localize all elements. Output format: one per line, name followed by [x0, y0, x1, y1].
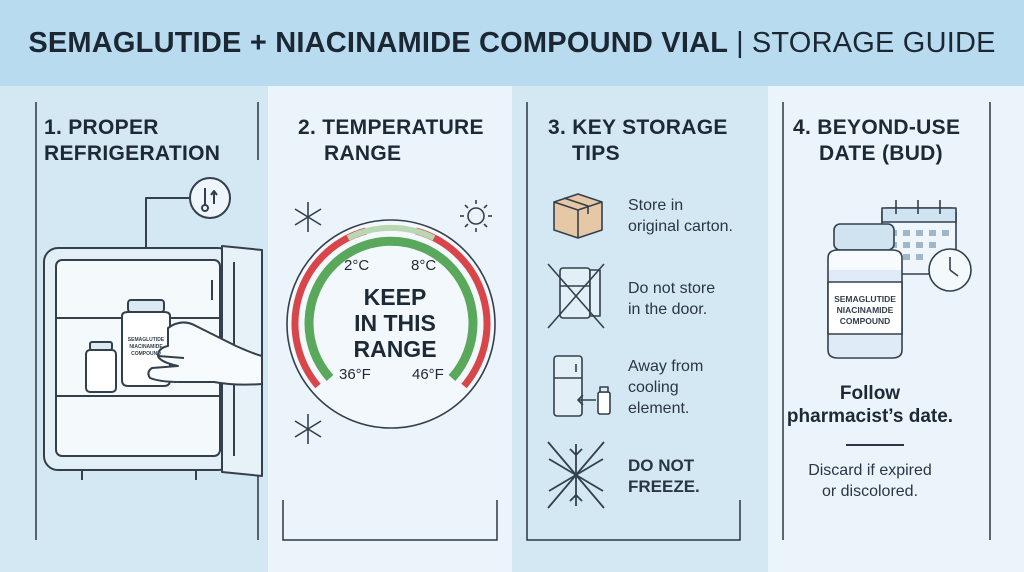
bud-illustration [827, 200, 972, 359]
tip-carton: Store in original carton. [628, 195, 733, 237]
gauge-low-c: 2°C [344, 257, 370, 274]
gauge-low-f: 36°F [339, 366, 371, 383]
temperature-gauge [286, 200, 496, 444]
panel-4-title: 4. BEYOND-USE DATE (BUD) [793, 115, 960, 167]
bud-vial-label-line2: NIACINAMIDE [836, 305, 894, 315]
bud-follow-line2: pharmacist’s date. [786, 406, 954, 427]
no-door-icon [547, 263, 605, 329]
page-title: SEMAGLUTIDE + NIACINAMIDE COMPOUND VIAL|… [28, 27, 995, 60]
tip-door-line2: in the door. [628, 301, 708, 318]
bud-vial-label-line1: SEMAGLUTIDE [834, 294, 896, 304]
panel-4-title-line2: DATE (BUD) [819, 142, 943, 165]
gauge-center-line1: KEEP [363, 284, 427, 310]
tip-cooling-line1: Away from [628, 358, 704, 375]
title-main: SEMAGLUTIDE + NIACINAMIDE COMPOUND VIAL [28, 26, 729, 59]
sun-icon [460, 200, 492, 232]
panel-tips [512, 86, 768, 572]
bud-vial-label-line3: COMPOUND [839, 316, 891, 326]
panel-2-title: 2. TEMPERATURE RANGE [298, 115, 484, 167]
vial-label-line2: NIACINAMIDE [129, 344, 163, 350]
tip-cooling-line2: cooling [628, 379, 679, 396]
gauge-center-text: KEEP IN THIS RANGE [345, 284, 445, 362]
bud-follow-text: Follow pharmacist’s date. [772, 382, 968, 428]
tip-freeze-line1: DO NOT [628, 456, 695, 475]
snowflake-icon [294, 202, 322, 232]
bud-divider [846, 444, 904, 446]
bud-discard-text: Discard if expired or discolored. [772, 460, 968, 502]
panel-2-title-line1: 2. TEMPERATURE [298, 116, 484, 139]
bud-discard-line1: Discard if expired [808, 462, 932, 479]
panel-3-title-line2: TIPS [572, 142, 620, 165]
panel-1-title-line2: REFRIGERATION [44, 142, 221, 165]
title-sub: STORAGE GUIDE [751, 26, 996, 59]
tip-freeze-line2: FREEZE. [628, 477, 700, 496]
tip-cooling: Away from cooling element. [628, 356, 703, 419]
gauge-center-line3: RANGE [353, 336, 437, 362]
tip-freeze: DO NOT FREEZE. [628, 455, 700, 497]
gauge-center-line2: IN THIS [354, 310, 436, 336]
tip-door-line1: Do not store [628, 280, 716, 297]
panel-4-title-line1: 4. BEYOND-USE [793, 116, 961, 139]
panel-3-title: 3. KEY STORAGE TIPS [548, 115, 728, 167]
panel-1-title-line1: 1. PROPER [44, 116, 159, 139]
box-icon [553, 193, 603, 239]
vial-icon [827, 223, 903, 359]
panel-3-title-line1: 3. KEY STORAGE [548, 116, 728, 139]
tip-cooling-line3: element. [628, 400, 690, 417]
tip-door: Do not store in the door. [628, 278, 715, 320]
title-separator: | [736, 26, 744, 59]
header-banner: SEMAGLUTIDE + NIACINAMIDE COMPOUND VIAL|… [0, 0, 1024, 86]
fridge-illustration [43, 177, 263, 480]
vial-label-line3: COMPOUND [131, 351, 161, 357]
bud-follow-line1: Follow [839, 383, 901, 404]
no-freeze-icon [547, 441, 605, 509]
vial-label-line1: SEMAGLUTIDE [127, 337, 165, 343]
gauge-high-f: 46°F [412, 366, 444, 383]
tip-carton-line1: Store in [628, 197, 684, 214]
tips-icons [547, 193, 611, 509]
clock-icon [928, 248, 972, 292]
fridge-away-icon [553, 355, 611, 417]
gauge-high-c: 8°C [411, 257, 437, 274]
bud-discard-line2: or discolored. [821, 483, 919, 500]
snowflake-icon-bottom [294, 414, 322, 444]
bud-vial-label: SEMAGLUTIDE NIACINAMIDE COMPOUND [828, 294, 902, 327]
tip-carton-line2: original carton. [628, 218, 733, 235]
panel-1-title: 1. PROPER REFRIGERATION [44, 115, 220, 167]
fridge-vial-label: SEMAGLUTIDE NIACINAMIDE COMPOUND [122, 337, 170, 358]
panel-2-title-line2: RANGE [324, 142, 402, 165]
